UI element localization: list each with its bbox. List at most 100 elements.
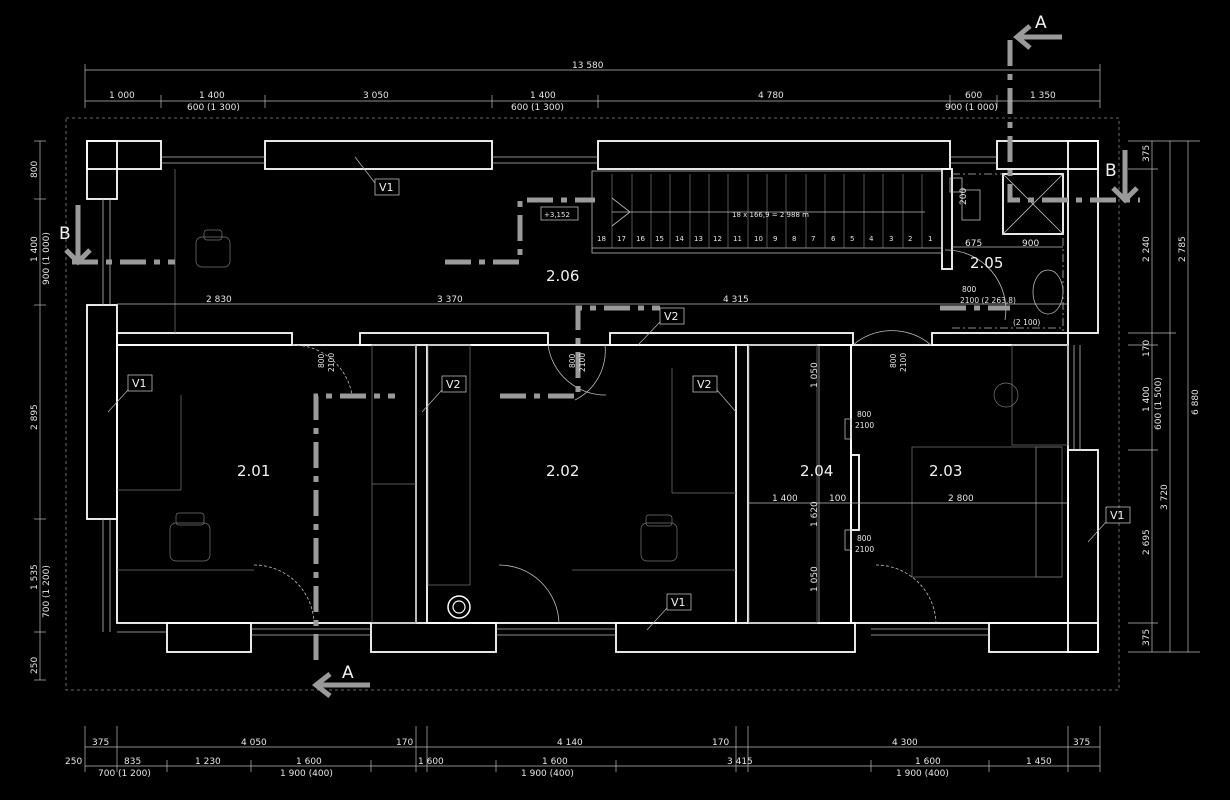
stair-step-label: 10 [754, 235, 763, 243]
section-label-b-right: B [1105, 161, 1117, 181]
dim-top: 600 [965, 91, 982, 101]
stair-step-label: 3 [889, 235, 893, 243]
section-label-a-bottom: A [342, 663, 354, 683]
dim-bottom: 835 [124, 757, 141, 767]
room-labels: 2.01 2.02 2.03 2.04 2.05 2.06 [237, 254, 1003, 480]
door-width: 800 [857, 410, 872, 419]
dim-bottom: 4 050 [241, 738, 267, 748]
dim-right: 170 [1142, 340, 1152, 357]
stair-note: 18 x 166,9 = 2 988 m [732, 211, 809, 219]
door-width: 800 [568, 353, 577, 368]
dim-interior: 4 315 [723, 295, 749, 305]
room-2-03: 2.03 [929, 462, 962, 480]
bottom-dimensions: 375 4 050 170 4 140 170 4 300 375 250 83… [65, 726, 1101, 779]
stair-step-label: 16 [636, 235, 645, 243]
dim-right: 2 695 [1142, 529, 1152, 555]
dim-left: 1 400 [30, 236, 40, 262]
dim-bottom: 1 600 [915, 757, 941, 767]
stair-step-label: 6 [831, 235, 836, 243]
stair-step-label: 12 [713, 235, 722, 243]
dim-right-outer: 2 785 [1178, 236, 1188, 262]
door-height: 2100 [327, 353, 336, 372]
dim-right-outer: 6 880 [1191, 389, 1201, 415]
dim-bottom: 4 300 [892, 738, 918, 748]
dim-bottom: 375 [1073, 738, 1090, 748]
dim-interior: 1 620 [810, 501, 820, 527]
stair-step-label: 13 [694, 235, 703, 243]
section-label-a-top: A [1035, 13, 1047, 33]
door-width: 800 [889, 353, 898, 368]
dim-right: 375 [1142, 145, 1152, 162]
door-height: 2100 (2 263,8) [960, 296, 1016, 305]
dim-interior: 1 050 [810, 566, 820, 592]
dim-left: 2 895 [30, 404, 40, 430]
dim-top: 3 050 [363, 91, 389, 101]
dim-top-sub: 600 (1 300) [187, 103, 240, 113]
dim-top: 1 400 [199, 91, 225, 101]
dim-bottom: 170 [396, 738, 413, 748]
right-dimensions: 375 2 240 170 1 400 600 (1 500) 3 720 2 … [1128, 140, 1201, 653]
dim-bottom: 3 415 [727, 757, 753, 767]
dim-interior: 2 800 [948, 494, 974, 504]
dim-top: 1 400 [530, 91, 556, 101]
room-2-04: 2.04 [800, 462, 833, 480]
wall-tag-v1: V1 [132, 377, 147, 390]
dim-interior: 1 400 [772, 494, 798, 504]
dim-left: 800 [30, 161, 40, 178]
stair-step-label: 18 [597, 235, 606, 243]
roof-outline [65, 117, 1120, 691]
door-width: 800 [317, 353, 326, 368]
door-height: 2100 [578, 353, 587, 372]
level-mark: +3,152 [544, 211, 570, 219]
dim-top-sub: 600 (1 300) [511, 103, 564, 113]
stair-step-label: 17 [617, 235, 626, 243]
door-height: 2100 [899, 353, 908, 372]
dim-bottom-sub: 1 900 (400) [280, 769, 333, 779]
dim-right: 600 (1 500) [1154, 377, 1164, 430]
dim-bottom: 1 230 [195, 757, 221, 767]
stair-step-label: 4 [869, 235, 874, 243]
dim-interior: 1 050 [810, 362, 820, 388]
door-height: 2100 [855, 421, 874, 430]
dim-bottom: 1 600 [296, 757, 322, 767]
dim-interior: 675 [965, 239, 982, 249]
staircase: 18 x 166,9 = 2 988 m 18 17 16 15 14 13 1… [540, 170, 943, 254]
room-2-01: 2.01 [237, 462, 270, 480]
wall-tags: V1 V1 V2 V2 V2 V1 V1 [107, 156, 1131, 631]
dim-right: 3 720 [1160, 484, 1170, 510]
furniture [117, 169, 1069, 624]
room-2-02: 2.02 [546, 462, 579, 480]
stair-step-label: 14 [675, 235, 684, 243]
dim-total-width: 13 580 [572, 61, 604, 71]
stair-step-label: 7 [811, 235, 815, 243]
door-height: 2100 [855, 545, 874, 554]
stair-step-label: 15 [655, 235, 664, 243]
room-2-05: 2.05 [970, 254, 1003, 272]
stair-step-label: 2 [908, 235, 912, 243]
dim-top: 4 780 [758, 91, 784, 101]
wall-tag-v2: V2 [664, 310, 679, 323]
wall-tag-v1: V1 [1110, 509, 1125, 522]
interior-walls [116, 168, 1069, 624]
stair-step-label: 11 [733, 235, 742, 243]
dim-left: 1 535 [30, 564, 40, 590]
dim-bottom: 1 450 [1026, 757, 1052, 767]
dim-left: 900 (1 000) [42, 232, 52, 285]
wall-tag-v2: V2 [446, 378, 461, 391]
dim-bottom-sub: 1 900 (400) [896, 769, 949, 779]
dim-right: 1 400 [1142, 386, 1152, 412]
dim-top: 1 000 [109, 91, 135, 101]
dim-top: 1 350 [1030, 91, 1056, 101]
stair-step-label: 1 [928, 235, 932, 243]
stair-step-label: 9 [773, 235, 777, 243]
dim-interior: 100 [829, 494, 846, 504]
stair-step-label: 8 [792, 235, 796, 243]
dim-interior: 900 [1022, 239, 1039, 249]
dim-top-sub: 900 (1 000) [945, 103, 998, 113]
door-swings [253, 249, 1007, 624]
left-dimensions: 800 1 400 900 (1 000) 2 895 1 535 700 (1… [30, 140, 52, 681]
dim-bottom: 1 600 [418, 757, 444, 767]
dim-bottom: 375 [92, 738, 109, 748]
dim-bottom: 4 140 [557, 738, 583, 748]
